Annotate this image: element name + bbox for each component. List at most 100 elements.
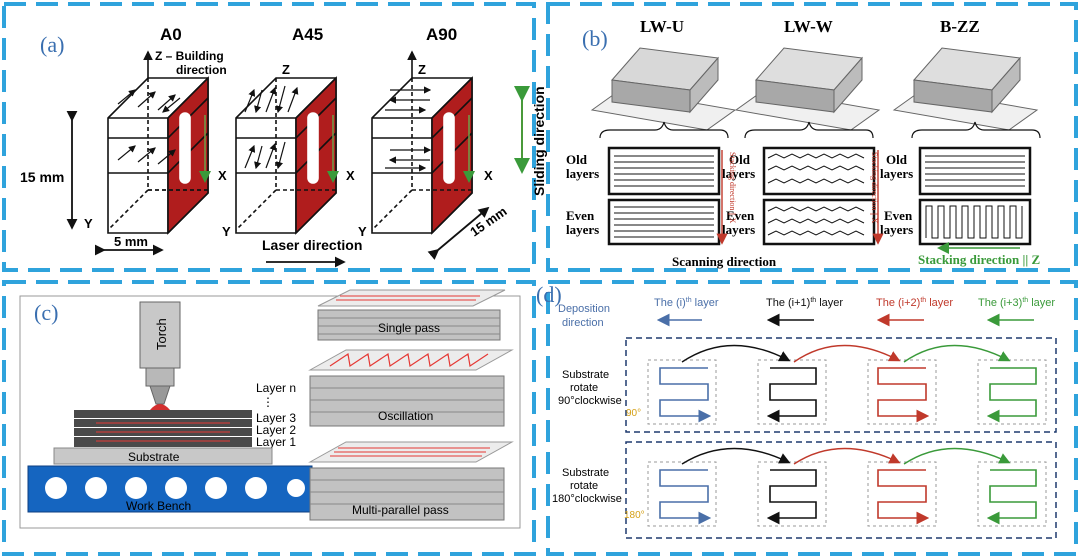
row2-path-i2 (877, 469, 930, 525)
row1-label-3: 90°clockwise (558, 395, 622, 407)
single-pass-stack: Single pass (317, 289, 506, 341)
layer-2-label: Layer 2 (256, 423, 296, 437)
b-even-3b: layers (880, 222, 913, 237)
row2-curve-3 (903, 447, 1011, 465)
row2-deg: 180° (624, 510, 645, 521)
panel-c-label: (c) (34, 300, 58, 325)
height-dimension: 15 mm (20, 169, 64, 185)
b-old-1a: Old (566, 152, 588, 167)
row2-label-2: rotate (570, 480, 598, 492)
row2-label-3: 180°clockwise (552, 493, 622, 505)
b-old-2b: layers (722, 166, 755, 181)
a90-z: Z (418, 62, 426, 77)
row2-curve-2 (793, 447, 901, 465)
multi-pass-label: Multi-parallel pass (352, 503, 449, 517)
frame-a (2, 2, 536, 272)
laser-direction-label: Laser direction (262, 237, 362, 253)
a90-scan-arrows (385, 86, 432, 172)
panel-d-label: (d) (536, 282, 562, 307)
cube-a90 (371, 50, 474, 235)
row2-path-i1 (766, 469, 817, 525)
z-building-direction: direction (176, 63, 227, 77)
row1-path-i (659, 367, 712, 423)
frame-c (2, 280, 536, 556)
panel-b: (b) LW-U LW-W B-ZZ (566, 17, 1041, 269)
b-even-1a: Even (566, 208, 595, 223)
row2-curve-1 (681, 447, 791, 465)
block-lww (734, 47, 881, 131)
oscillation-label: Oscillation (378, 409, 433, 423)
b-old-2a: Old (729, 152, 751, 167)
b-even-2b: layers (722, 222, 755, 237)
row1-path-i1 (766, 367, 817, 423)
row2-box (625, 441, 1057, 539)
a45-scan-arrows (244, 85, 299, 170)
cube-a45 (235, 76, 338, 235)
row1-path-i2 (877, 367, 930, 423)
panel-a: (a) A0 A45 A90 Z – Building direction (20, 25, 547, 268)
layer-i-header: The (i)th layer (654, 297, 719, 309)
block-lwu (590, 47, 737, 131)
title-a45: A45 (292, 25, 323, 44)
block-bzz (892, 47, 1039, 131)
deposited-layers (74, 410, 252, 447)
a0-x: X (218, 168, 227, 183)
substrate (53, 447, 273, 465)
title-bzz: B-ZZ (940, 17, 980, 36)
sliding-direction-label: Sliding direction (531, 86, 547, 196)
layer-dots: ⋮ (262, 395, 274, 409)
z-building-label: Z – Building (155, 49, 224, 63)
layer-i1-header: The (i+1)th layer (766, 297, 843, 309)
a0-scan-arrows (117, 89, 181, 165)
row1-box (625, 337, 1057, 433)
deposition-label-2: direction (562, 317, 604, 329)
title-lwu: LW-U (640, 17, 684, 36)
b-old-3b: layers (880, 166, 913, 181)
torch-label: Torch (154, 318, 169, 350)
frame-d (546, 280, 1078, 556)
title-a90: A90 (426, 25, 457, 44)
layer-headers: The (i)th layer The (i+1)th layer The (i… (654, 297, 1055, 309)
row2-label-1: Substrate (562, 467, 609, 479)
stacking-z-label: Stacking direction || Z (918, 252, 1040, 267)
row2-path-i (659, 469, 712, 525)
scanning-direction-label: Scanning direction (672, 254, 777, 269)
row2-path-i3 (986, 469, 1037, 525)
row1-label-1: Substrate (562, 369, 609, 381)
multi-pass-stack: Multi-parallel pass (308, 441, 514, 521)
row1-deg: 90° (626, 408, 641, 419)
width-dimension: 5 mm (114, 234, 148, 249)
layer-i3-header: The (i+3)th layer (978, 297, 1055, 309)
a90-x: X (484, 168, 493, 183)
stacking-x-label-2: Stacking direction || X (870, 152, 879, 224)
cube-a0 (107, 50, 210, 235)
lwu-boxes (607, 146, 721, 246)
depth-dimension: 15 mm (467, 204, 509, 240)
row1-curve-1 (681, 344, 791, 363)
b-even-3a: Even (884, 208, 913, 223)
panel-a-label: (a) (40, 32, 64, 57)
layer-3-label: Layer 3 (256, 411, 296, 425)
row1-curve-2 (793, 344, 901, 363)
bzz-boxes (918, 146, 1032, 246)
frame-b (546, 2, 1078, 272)
work-bench: Work Bench (27, 465, 313, 513)
layer-1-label: Layer 1 (256, 435, 296, 449)
a45-y: Y (222, 224, 231, 239)
row1-curve-3 (903, 344, 1011, 363)
a45-z: Z (282, 62, 290, 77)
title-lww: LW-W (784, 17, 833, 36)
b-even-1b: layers (566, 222, 599, 237)
panel-c: (c) Torch Layer n ⋮ Layer 3 Layer 2 Laye… (19, 289, 521, 529)
row1-label-2: rotate (570, 382, 598, 394)
layer-i2-header: The (i+2)th layer (876, 297, 953, 309)
braces (599, 121, 1041, 139)
row1-path-i3 (986, 367, 1037, 423)
work-bench-label: Work Bench (126, 499, 191, 513)
b-even-2a: Even (726, 208, 755, 223)
panel-d: (d) Deposition direction The (i)th layer… (536, 282, 1057, 539)
stacking-x-label-1: Stacking direction || X (728, 152, 737, 224)
single-pass-label: Single pass (378, 321, 440, 335)
